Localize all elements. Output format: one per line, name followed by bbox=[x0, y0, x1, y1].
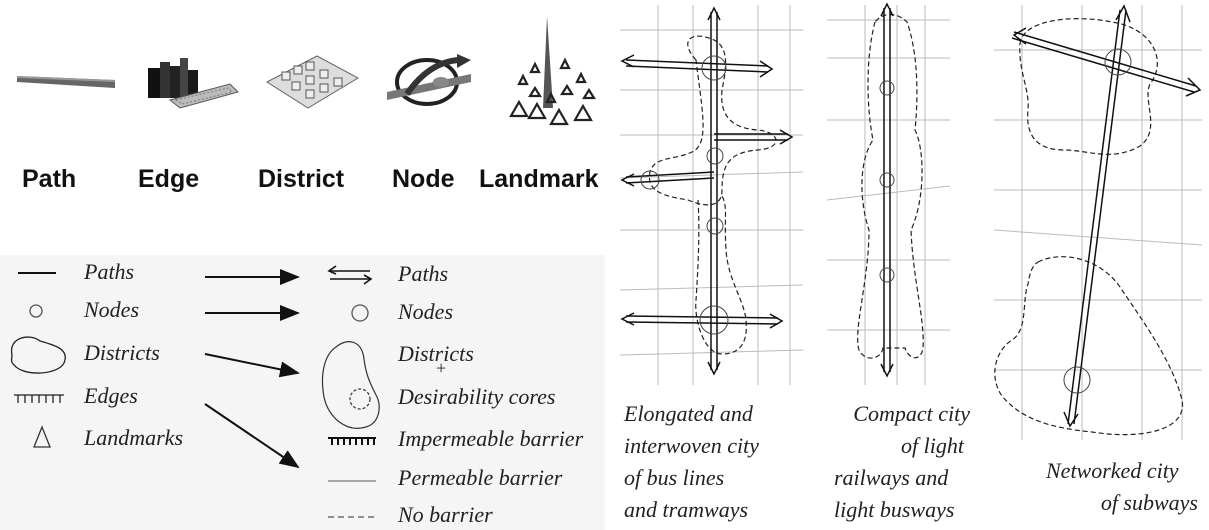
caption-networked: Networked city of subways bbox=[1046, 457, 1198, 516]
paths-double-arrow-symbol bbox=[327, 265, 373, 285]
caption-networked-line-2: of subways bbox=[1100, 490, 1198, 515]
legend-right-nodes: Nodes bbox=[398, 299, 453, 324]
path-label: Path bbox=[22, 165, 77, 193]
edge-label: Edge bbox=[138, 165, 200, 193]
legend-right-impermeable: Impermeable barrier bbox=[398, 426, 584, 451]
caption-networked-line-1: Networked city bbox=[1046, 458, 1179, 483]
caption-compact-line-2: of light bbox=[901, 433, 964, 458]
impermeable-barrier-symbol bbox=[328, 437, 376, 445]
district-label: District bbox=[258, 165, 345, 193]
legend-left-nodes: Nodes bbox=[84, 297, 139, 322]
district-outline-networked-bottom bbox=[994, 256, 1184, 436]
legend-left-districts: Districts bbox=[84, 340, 160, 365]
caption-elongated: Elongated and interwoven city of bus lin… bbox=[624, 400, 759, 523]
node-icon bbox=[387, 54, 471, 106]
district-outline-compact bbox=[857, 13, 924, 359]
arrow-edges bbox=[204, 403, 300, 469]
legend-symbols-right bbox=[321, 265, 380, 518]
district-blob-symbol bbox=[321, 341, 380, 429]
district-icon bbox=[265, 55, 360, 109]
edges-symbol bbox=[14, 394, 64, 403]
legend-right-cores: Desirability cores bbox=[398, 384, 556, 409]
caption-compact-line-1: Compact city bbox=[853, 401, 970, 426]
district-outline-networked-top bbox=[1019, 18, 1158, 155]
path-icon bbox=[17, 76, 115, 88]
legend-symbols-left bbox=[10, 272, 66, 448]
legend-right-plus: + bbox=[436, 358, 447, 378]
legend-left-paths: Paths bbox=[84, 259, 135, 284]
landmark-label: Landmark bbox=[479, 165, 599, 193]
caption-elongated-line-1: Elongated and bbox=[624, 401, 753, 426]
caption-compact-line-3: railways and bbox=[834, 465, 949, 490]
legend-right-permeable: Permeable barrier bbox=[398, 465, 563, 490]
city-elongated-diagram bbox=[619, 5, 804, 385]
caption-compact: Compact city of light railways and light… bbox=[834, 400, 970, 523]
city-compact-diagram bbox=[826, 2, 951, 385]
legend-right-districts: Districts bbox=[398, 341, 474, 366]
district-outline-elongated bbox=[648, 35, 777, 355]
districts-symbol bbox=[10, 336, 66, 374]
edge-icon bbox=[148, 58, 239, 109]
legend-left-landmarks: Landmarks bbox=[84, 425, 184, 450]
caption-compact-line-4: light busways bbox=[834, 497, 955, 522]
arrow-districts bbox=[204, 353, 300, 378]
city-networked-diagram bbox=[993, 4, 1203, 440]
desirability-core-symbol bbox=[349, 388, 371, 410]
legend-arrows bbox=[204, 269, 300, 469]
legend-right-none: No barrier bbox=[398, 502, 493, 527]
caption-elongated-line-3: of bus lines bbox=[624, 465, 725, 490]
caption-elongated-line-2: interwoven city bbox=[624, 433, 760, 458]
legend-right-paths: Paths bbox=[398, 261, 449, 286]
legend-left-edges: Edges bbox=[84, 383, 138, 408]
nodes-circle-symbol bbox=[351, 304, 369, 322]
nodes-symbol bbox=[29, 304, 43, 318]
landmark-icon bbox=[509, 16, 596, 126]
node-label: Node bbox=[392, 165, 455, 193]
caption-elongated-line-4: and tramways bbox=[624, 497, 749, 522]
landmarks-symbol bbox=[33, 425, 51, 448]
legend-panel bbox=[0, 255, 605, 530]
